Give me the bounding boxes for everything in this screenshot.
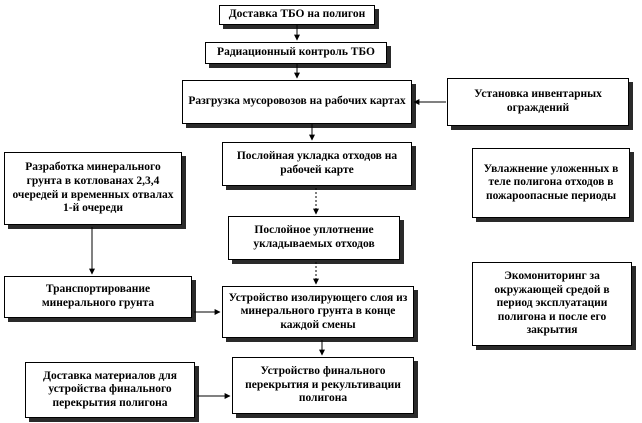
- node-excavation: Разработка минерального грунта в котлова…: [4, 152, 182, 225]
- node-final-label: Устройство финального перекрытия и рекул…: [245, 365, 401, 405]
- node-transport-label: Транспортирование минерального грунта: [41, 283, 155, 309]
- node-moistening: Увлажнение уложенных в теле полигона отх…: [472, 148, 630, 218]
- node-final: Устройство финального перекрытия и рекул…: [232, 357, 414, 414]
- node-delivery-label: Доставка ТБО на полигон: [228, 8, 366, 21]
- node-excavation-label: Разработка минерального грунта в котлова…: [12, 161, 174, 215]
- node-radiation-label: Радиационный контроль ТБО: [217, 46, 375, 59]
- node-materials: Доставка материалов для устройства финал…: [25, 362, 195, 418]
- node-unloading-label: Разгрузка мусоровозов на рабочих картах: [188, 95, 406, 108]
- node-unloading: Разгрузка мусоровозов на рабочих картах: [182, 80, 412, 124]
- node-monitoring-label: Экомониторинг за окружающей средой в пер…: [494, 270, 610, 337]
- node-radiation: Радиационный контроль ТБО: [205, 42, 387, 64]
- node-isolating: Устройство изолирующего слоя из минераль…: [222, 286, 414, 338]
- node-compaction: Послойное уплотнение укладываемых отходо…: [228, 216, 400, 260]
- node-transport: Транспортирование минерального грунта: [4, 276, 192, 318]
- node-fences-label: Установка инвентарных ограждений: [474, 88, 602, 114]
- node-compaction-label: Послойное уплотнение укладываемых отходо…: [253, 224, 375, 250]
- node-delivery: Доставка ТБО на полигон: [219, 5, 375, 25]
- node-materials-label: Доставка материалов для устройства финал…: [43, 369, 177, 409]
- node-moistening-label: Увлажнение уложенных в теле полигона отх…: [483, 162, 619, 202]
- node-fences: Установка инвентарных ограждений: [447, 78, 629, 126]
- node-monitoring: Экомониторинг за окружающей средой в пер…: [472, 262, 632, 346]
- node-laying-label: Послойная укладка отходов на рабочей кар…: [236, 150, 398, 176]
- node-isolating-label: Устройство изолирующего слоя из минераль…: [228, 291, 408, 331]
- node-laying: Послойная укладка отходов на рабочей кар…: [222, 142, 412, 186]
